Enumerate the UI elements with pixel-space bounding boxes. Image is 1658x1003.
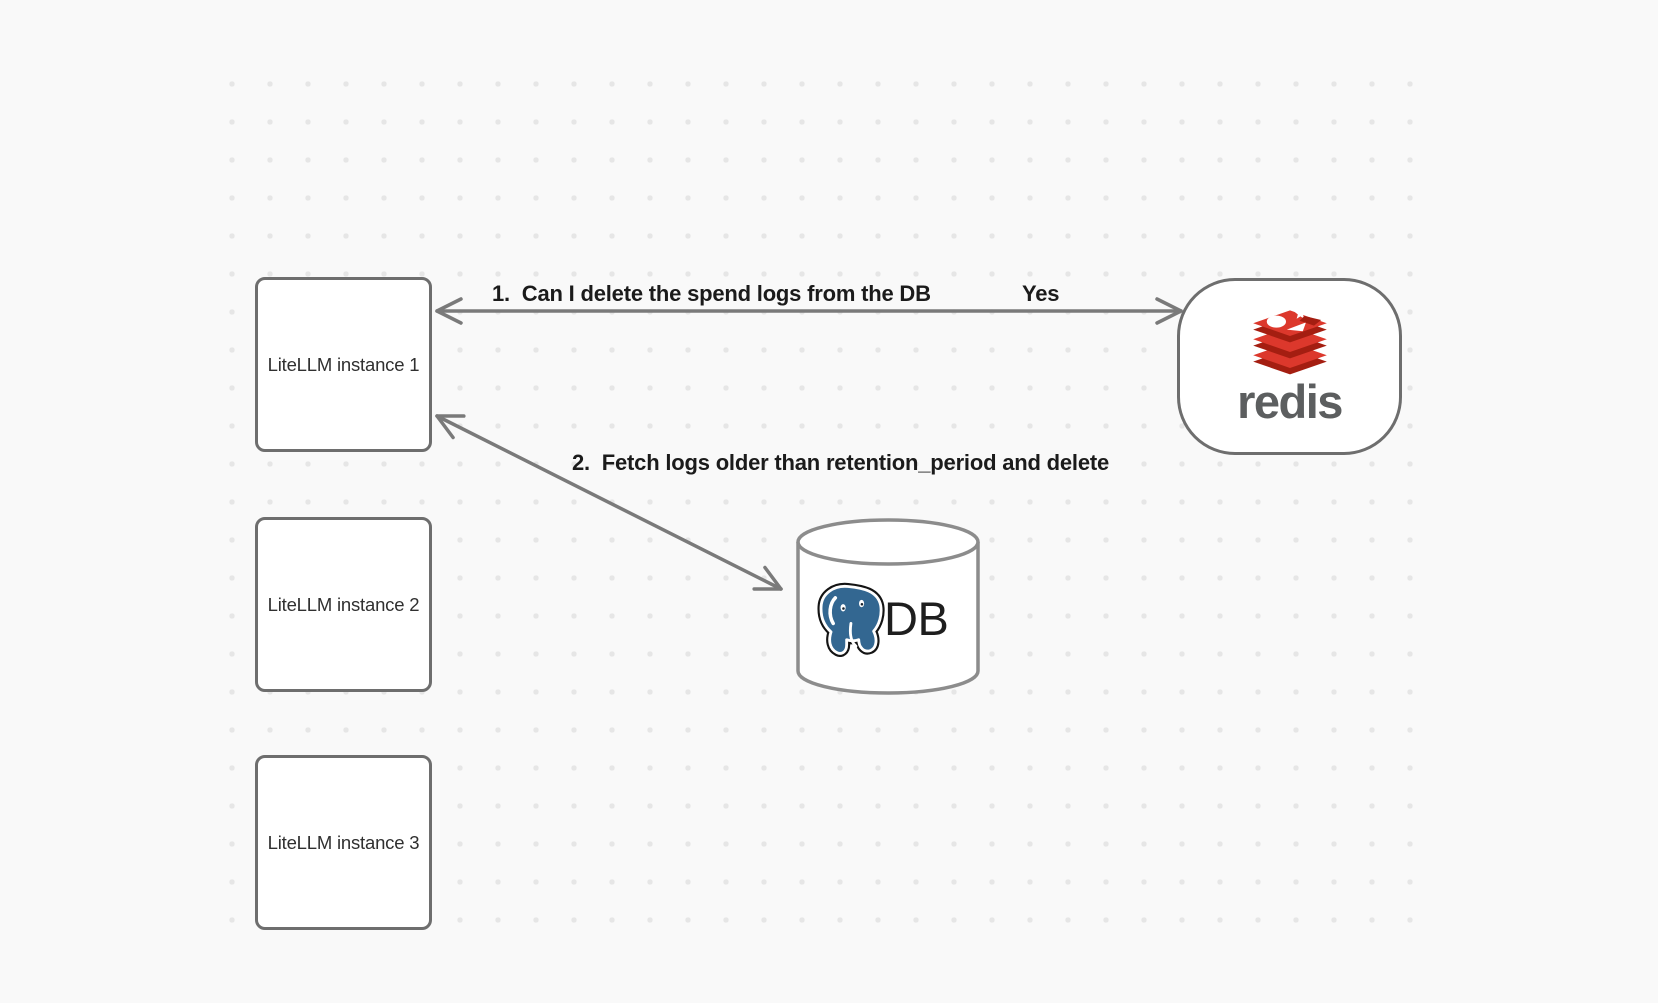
node-litellm-instance-2[interactable]: LiteLLM instance 2 (255, 517, 432, 692)
db-cylinder-outline (796, 542, 980, 695)
db-node-label: DB (884, 592, 949, 645)
litellm-instance-1-label: LiteLLM instance 1 (267, 353, 420, 375)
arrow-instance1-db[interactable] (435, 414, 783, 591)
arrow2-label[interactable]: 2. Fetch logs older than retention_perio… (572, 450, 1110, 475)
node-litellm-instance-1[interactable]: LiteLLM instance 1 (255, 277, 432, 452)
arrow1-response-label[interactable]: Yes (1022, 281, 1060, 306)
node-litellm-instance-3[interactable]: LiteLLM instance 3 (255, 755, 432, 930)
arrow-instance1-db-line[interactable] (435, 414, 783, 591)
node-redis[interactable]: redis (1177, 278, 1402, 455)
redis-wordmark: redis (1237, 375, 1343, 428)
db-cylinder-top (796, 518, 980, 566)
litellm-instance-2-label: LiteLLM instance 2 (267, 593, 420, 615)
redis-logo-icon (1252, 307, 1327, 375)
postgresql-logo-icon (817, 582, 885, 657)
litellm-instance-3-label: LiteLLM instance 3 (267, 831, 420, 853)
arrow1-label[interactable]: 1. Can I delete the spend logs from the … (492, 281, 931, 306)
